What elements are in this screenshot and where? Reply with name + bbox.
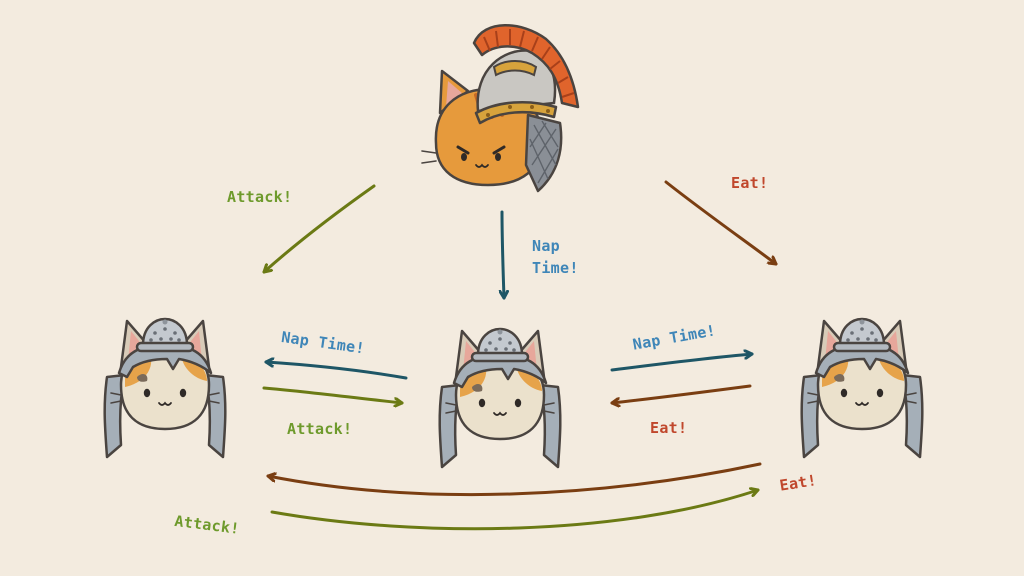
label-eat-right-pair: Eat! — [650, 417, 687, 439]
colander-cat-right-icon — [802, 319, 923, 457]
attack-arrow-left-to-center — [264, 388, 402, 403]
eat-arrow-top-right — [666, 182, 776, 264]
label-attack-left-pair: Attack! — [287, 418, 352, 440]
label-nap-top-center: Nap Time! — [532, 235, 579, 279]
nap-arrow-center-to-left — [266, 362, 406, 378]
attack-arrow-left-to-right — [272, 490, 758, 529]
eat-arrow-right-to-center — [612, 386, 750, 403]
label-attack-top-left: Attack! — [227, 186, 292, 208]
colander-cat-left-icon — [105, 319, 226, 457]
colander-cat-center-icon — [440, 329, 561, 467]
label-eat-top-right: Eat! — [731, 172, 768, 194]
eat-arrow-right-to-left — [268, 464, 760, 495]
nap-arrow-top-center — [502, 212, 504, 298]
gladiator-cat-icon — [422, 25, 578, 191]
nap-arrow-center-to-right — [612, 354, 752, 370]
